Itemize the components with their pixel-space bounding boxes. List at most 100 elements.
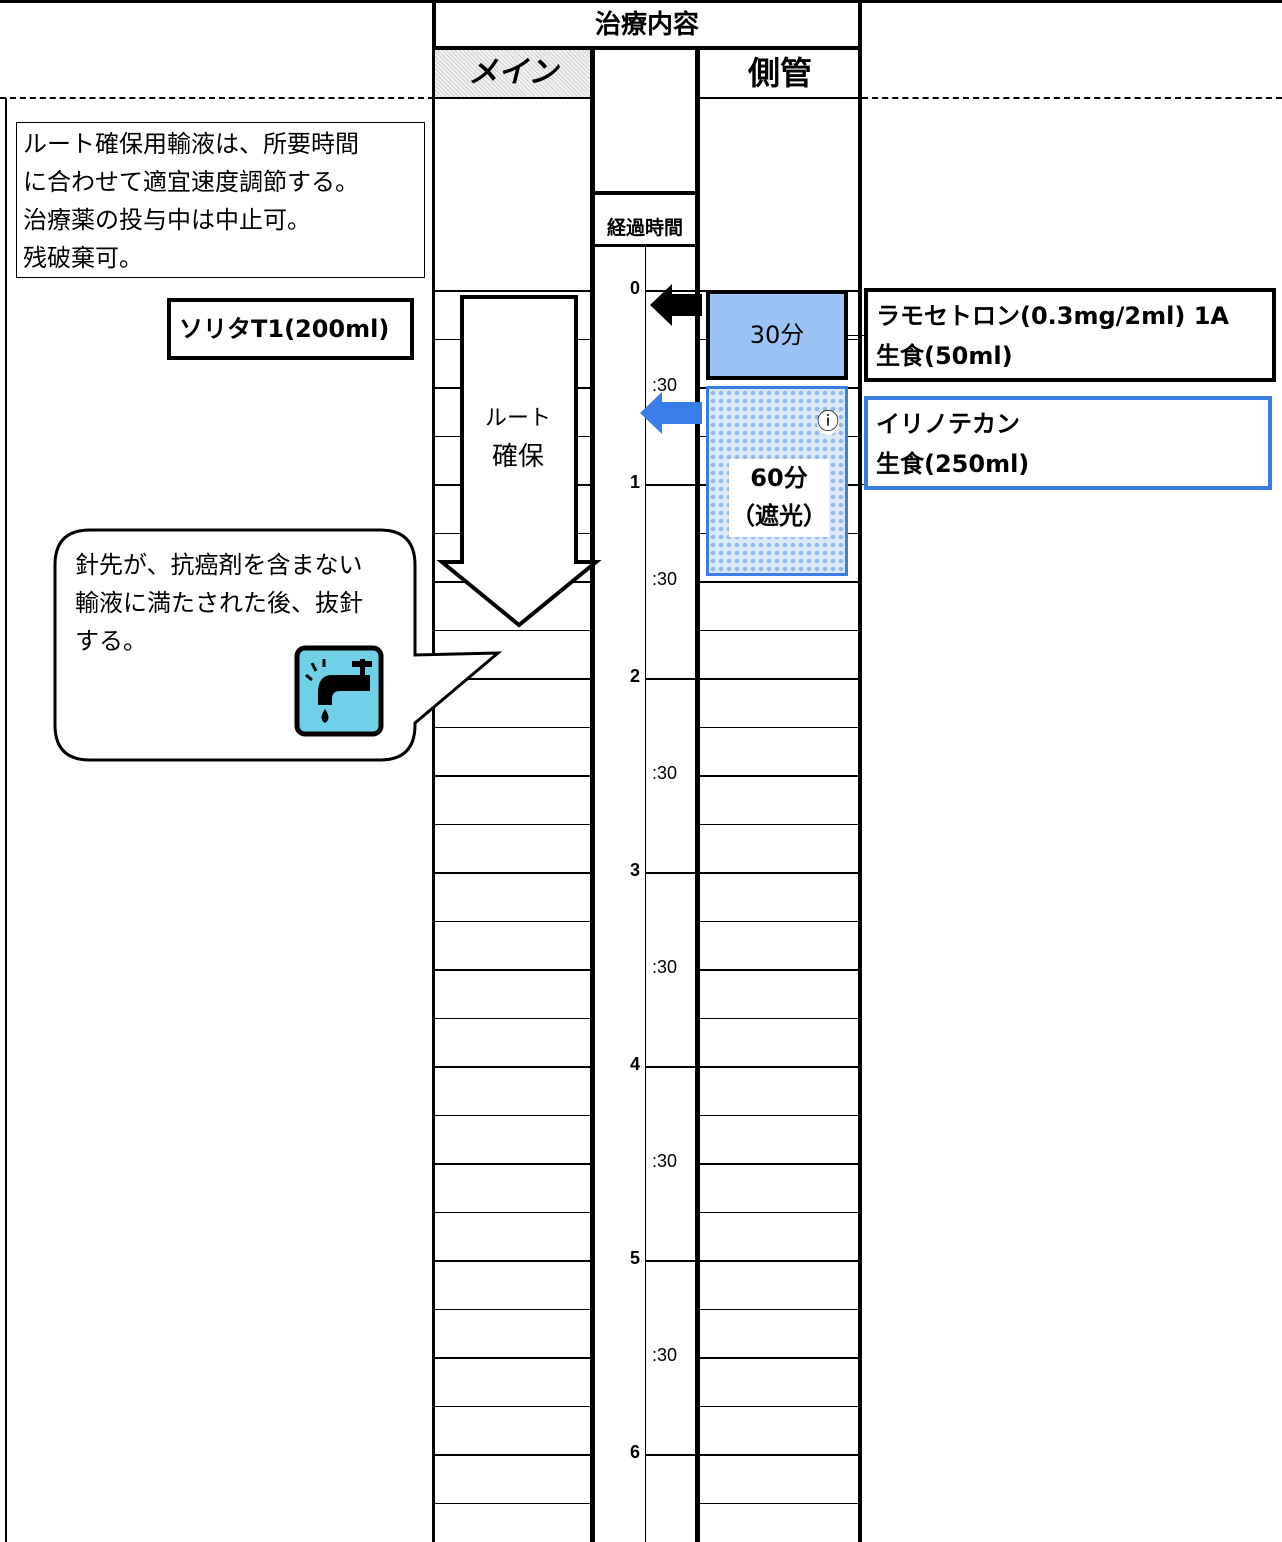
hour-label: 6 [630,1442,641,1462]
side-infusion-2-drug-line-1: イリノテカン [876,410,1020,438]
main-grid-line [434,775,591,777]
half-hour-label: :30 [652,957,678,977]
main-grid-line [434,290,591,292]
main-col-left [432,0,435,1542]
side-col-right [858,0,862,1542]
main-grid-line [434,1018,591,1019]
main-drug-box: ソリタT1(200ml) [167,298,414,360]
side-grid-line [699,872,859,874]
route-note-line-3: 治療薬の投与中は中止可。 [23,206,311,234]
callout-text: 針先が、抗癌剤を含まない 輸液に満たされた後、抜針 する。 [75,546,415,660]
main-col-right [590,48,595,1542]
side-grid-line [699,1406,859,1407]
timeline-axis [645,246,646,1542]
elapsed-label: 経過時間 [606,217,683,239]
side-grid-line [699,727,859,728]
route-note-line-4: 残破棄可。 [23,244,143,272]
side-grid-line [699,775,859,777]
info-icon: ⓘ [816,410,839,435]
side-grid-line [699,1018,859,1019]
side-infusion-2-drug-line-2: 生食(250ml) [876,450,1030,478]
main-route-arrow [436,295,602,628]
side-grid-line [699,1357,859,1359]
side-grid-line [699,1260,859,1262]
side-grid-line [699,1066,859,1068]
main-grid-line [434,727,591,728]
main-label: メイン [468,55,558,90]
main-grid-line [434,678,591,680]
hour-tick [646,1454,696,1456]
side-header-bottom [698,97,862,99]
main-grid-line [434,1406,591,1407]
hour-label: 2 [630,666,641,686]
route-note-line-1: ルート確保用輸液は、所要時間 [23,130,359,158]
side-label: 側管 [747,54,812,92]
hour-tick [646,872,696,874]
side-grid-line [699,1454,859,1456]
side-grid-line [699,824,859,825]
side-grid-line [699,1115,859,1116]
main-grid-line [434,1454,591,1456]
left-outer-border [5,98,7,1542]
callout-line-1: 針先が、抗癌剤を含まない [75,551,363,579]
main-grid-line [434,1066,591,1068]
hour-label: 3 [630,860,641,880]
side-grid-line [699,1212,859,1213]
main-grid-line [434,1163,591,1165]
treatment-header: 治療内容 [432,0,862,50]
hour-tick [646,1066,696,1068]
side-infusion-2-duration: 60分 （遮光） [729,459,829,537]
hour-tick [646,1260,696,1262]
side-infusion-2-duration-line-1: 60分 [750,464,808,492]
dashed-separator-left [0,97,434,99]
main-grid-line [434,1212,591,1213]
callout-bubble [53,528,503,762]
faucet-icon [294,645,384,737]
side-grid-line [699,581,859,583]
side-infusion-1-duration: 30分 [749,321,805,349]
elapsed-header-bottom [594,244,696,247]
callout-line-2: 輸液に満たされた後、抜針 [75,589,363,617]
side-infusion-1-connector [848,335,864,336]
side-infusion-2-duration-line-2: （遮光） [731,502,827,530]
side-infusion-1-drug-box: ラモセトロン(0.3mg/2ml) 1A 生食(50ml) [864,288,1276,382]
main-grid-line [434,1115,591,1116]
main-header: メイン [432,50,594,98]
main-grid-line [434,1503,591,1504]
main-arrow-text: ルート 確保 [470,400,566,476]
route-note-line-2: に合わせて適宜速度調節する。 [23,168,359,196]
side-col-left [695,48,700,1542]
side-infusion-2-arrow [640,392,702,434]
side-grid-line [699,630,859,631]
half-hour-label: :30 [652,1345,678,1365]
hour-label: 4 [630,1054,641,1074]
side-infusion-1-drug-line-1: ラモセトロン(0.3mg/2ml) 1A [876,302,1229,330]
half-hour-label: :30 [652,763,678,783]
side-infusion-2-block: ⓘ 60分 （遮光） [706,386,848,576]
main-grid-line [434,872,591,874]
elapsed-header: 経過時間 [594,211,696,245]
main-grid-line [434,1309,591,1310]
hour-label: 5 [630,1248,641,1268]
main-grid-line [434,1260,591,1262]
main-arrow-line-1: ルート [484,406,551,431]
side-grid-line [699,1163,859,1165]
side-grid-line [699,921,859,922]
half-hour-label: :30 [652,1151,678,1171]
side-header: 側管 [698,50,862,98]
side-grid-line [699,678,859,680]
hour-tick [646,678,696,680]
side-infusion-1-arrow [650,284,702,326]
hour-tick [646,484,696,486]
main-grid-line [434,921,591,922]
callout-line-3: する。 [75,627,147,655]
main-header-bottom [432,97,594,99]
side-grid-line [699,969,859,971]
main-grid-line [434,630,591,631]
main-grid-line [434,969,591,971]
elapsed-header-top [594,191,696,195]
route-note-box: ルート確保用輸液は、所要時間 に合わせて適宜速度調節する。 治療薬の投与中は中止… [16,122,425,278]
treatment-title: 治療内容 [594,10,699,40]
main-arrow-line-2: 確保 [491,442,544,472]
main-grid-line [434,824,591,825]
